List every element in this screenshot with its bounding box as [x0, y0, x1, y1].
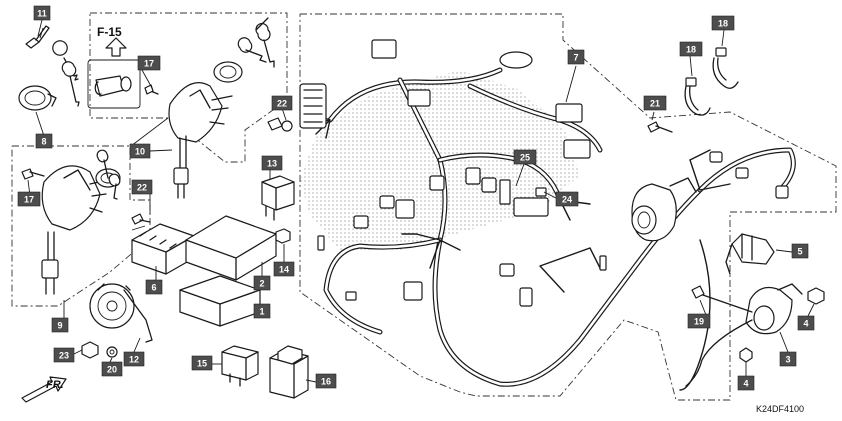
ignition-coil-assembly	[685, 233, 825, 387]
callout-20: 20	[101, 361, 123, 377]
callout-23-label: 23	[59, 351, 69, 361]
callout-5-label: 5	[797, 247, 802, 257]
callout-17-top-label: 17	[144, 59, 154, 69]
callout-17-left: 17	[17, 191, 41, 207]
callout-24: 24	[555, 191, 579, 207]
callout-11: 11	[33, 5, 51, 21]
callout-23: 23	[53, 347, 75, 363]
callout-22-left: 22	[131, 179, 153, 195]
callout-17-left-label: 17	[24, 195, 34, 205]
callout-1: 1	[253, 303, 271, 319]
callout-3: 3	[779, 351, 797, 367]
part-callouts: 11 8 17 10 22 17 22 9 6 13 2 14 1 23 20 …	[17, 5, 815, 391]
callout-12-label: 12	[129, 355, 139, 365]
callout-25-label: 25	[520, 153, 530, 163]
callout-17-top: 17	[137, 55, 161, 71]
callout-4-bottom-label: 4	[743, 379, 748, 389]
callout-8: 8	[35, 133, 53, 149]
callout-2: 2	[253, 275, 271, 291]
callout-2-label: 2	[259, 279, 264, 289]
callout-13-label: 13	[267, 159, 277, 169]
callout-4-bottom: 4	[737, 375, 755, 391]
callout-18-upper-label: 18	[718, 19, 728, 29]
callout-18-lower: 18	[679, 41, 703, 57]
relays-bottom	[221, 345, 309, 399]
ignition-switch-left	[21, 149, 121, 295]
callout-5: 5	[791, 243, 809, 259]
callout-22-top-label: 22	[277, 99, 287, 109]
callout-10-label: 10	[135, 147, 145, 157]
f15-inset	[87, 17, 293, 199]
callout-18-upper: 18	[711, 15, 735, 31]
callout-16-label: 16	[321, 377, 331, 387]
callout-6-label: 6	[151, 283, 156, 293]
callout-8-label: 8	[41, 137, 46, 147]
callout-13: 13	[261, 155, 283, 171]
section-reference: F-15	[97, 25, 122, 39]
ignition-coil	[631, 177, 697, 242]
callout-22-top: 22	[271, 95, 293, 111]
horn	[81, 283, 153, 359]
callout-11-label: 11	[37, 9, 47, 19]
callout-14-label: 14	[279, 265, 289, 275]
callout-18-lower-label: 18	[686, 45, 696, 55]
callout-7-label: 7	[573, 53, 578, 63]
electrical-modules	[131, 175, 295, 327]
callout-22-left-label: 22	[137, 183, 147, 193]
callout-9: 9	[51, 317, 69, 333]
front-direction-label: FR.	[46, 379, 64, 391]
callout-9-label: 9	[57, 321, 62, 331]
key-set-top-left	[18, 25, 80, 111]
callout-20-label: 20	[107, 365, 117, 375]
callout-4-right: 4	[797, 315, 815, 331]
bands-and-bolt	[647, 47, 739, 133]
callout-19-label: 19	[694, 317, 704, 327]
front-direction-arrow	[21, 376, 67, 403]
callout-15-label: 15	[197, 359, 207, 369]
callout-25: 25	[513, 149, 537, 165]
callout-7: 7	[567, 49, 585, 65]
callout-6: 6	[145, 279, 163, 295]
callout-21: 21	[643, 95, 667, 111]
callout-16: 16	[315, 373, 337, 389]
callout-4-right-label: 4	[803, 319, 808, 329]
callout-1-label: 1	[259, 307, 264, 317]
drawing-code: K24DF4100	[756, 404, 804, 414]
callout-21-label: 21	[650, 99, 660, 109]
callout-15: 15	[191, 355, 213, 371]
callout-10: 10	[129, 143, 151, 159]
callout-19: 19	[687, 313, 711, 329]
callout-12: 12	[123, 351, 145, 367]
callout-14: 14	[273, 261, 295, 277]
callout-3-label: 3	[785, 355, 790, 365]
callout-24-label: 24	[562, 195, 572, 205]
